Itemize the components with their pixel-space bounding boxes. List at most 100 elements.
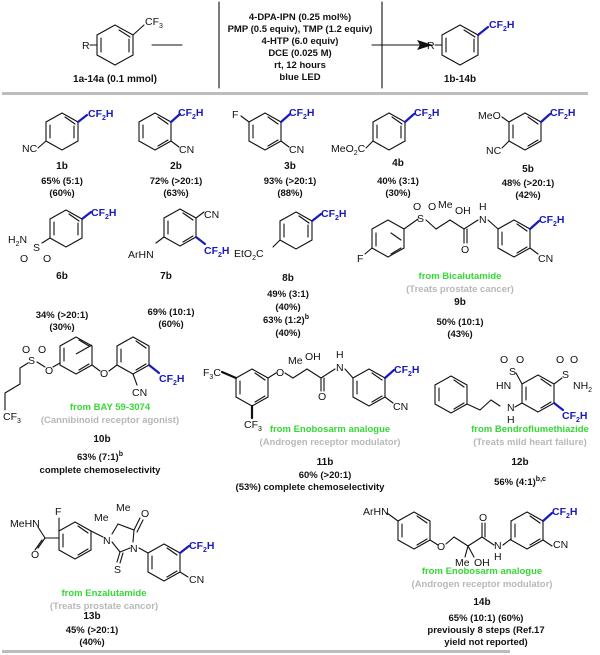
condition-line: rt, 12 hours: [274, 60, 326, 71]
product-3b: F CF2H CN 3b 93% (>20:1) (88%): [232, 107, 316, 199]
svg-text:CN: CN: [393, 401, 408, 413]
svg-text:N: N: [494, 540, 502, 552]
svg-text:O: O: [31, 549, 39, 561]
svg-text:CN: CN: [538, 253, 553, 265]
compound-id: 6b: [56, 271, 68, 282]
svg-text:S: S: [33, 242, 40, 254]
svg-text:CF2H: CF2H: [189, 540, 215, 554]
compound-id: 3b: [284, 161, 296, 172]
svg-text:O: O: [22, 344, 30, 356]
svg-text:OH: OH: [474, 557, 490, 569]
product-9b: F S O O Me OH O H N CF2H CN from Bicalut…: [357, 199, 565, 340]
substrate-cf3-label: CF3: [145, 16, 163, 30]
compound-id: 12b: [511, 457, 528, 468]
svg-text:63% (1:2)b: 63% (1:2)b: [263, 314, 309, 326]
product-14b: ArHN O Me OH O N H CF2H CN from Enobosar…: [363, 506, 578, 648]
svg-text:Me: Me: [116, 502, 131, 514]
product-1b: CF2H NC 1b 65% (5:1) (60%): [22, 108, 114, 199]
svg-text:CF2H: CF2H: [289, 107, 315, 121]
svg-text:CF2H: CF2H: [552, 506, 578, 520]
yield-line: (60%): [49, 188, 74, 199]
svg-text:CF2H: CF2H: [178, 107, 204, 121]
svg-text:Me: Me: [455, 557, 470, 569]
drug-source: from Enobosarm analogue: [270, 424, 390, 435]
yield-line: (88%): [277, 188, 302, 199]
footnote: b: [119, 451, 123, 458]
arrow-head-icon: [417, 40, 433, 50]
product-10b: CF3 S O O O O CF2H CN from BAY 59-3074 (…: [3, 336, 185, 476]
svg-text:O: O: [276, 367, 284, 379]
condition-line: blue LED: [279, 72, 320, 83]
svg-text:CN: CN: [289, 144, 304, 156]
yield-line: 49% (3:1): [267, 289, 309, 300]
svg-text:S: S: [28, 355, 35, 367]
svg-text:CF2H: CF2H: [550, 107, 576, 121]
svg-text:N: N: [479, 214, 487, 226]
drug-indication: (Cannibinoid receptor agonist): [41, 415, 179, 426]
yield-line: (53%) complete chemoselectivity: [236, 482, 386, 493]
svg-text:O: O: [43, 253, 51, 265]
drug-source: from Bendroflumethiazide: [471, 424, 589, 435]
svg-text:CN: CN: [189, 574, 204, 586]
svg-text:MeO: MeO: [478, 110, 501, 122]
svg-text:CF3: CF3: [244, 419, 262, 433]
compound-id: 8b: [282, 273, 294, 284]
compound-id: 7b: [160, 271, 172, 282]
svg-text:O: O: [556, 354, 564, 366]
yield-line: 34% (>20:1): [36, 310, 89, 321]
conditions: 4-DPA-IPN (0.25 mol%) PMP (0.5 equiv), T…: [228, 12, 373, 83]
yield-line: previously 8 steps (Ref.17: [427, 625, 544, 636]
yield-line: (40%): [79, 637, 104, 648]
svg-text:H: H: [507, 414, 515, 426]
product-7b: CN CF2H ArHN 7b 69% (10:1) (60%): [128, 208, 230, 330]
product-structure: CF2H R 1b-14b: [427, 19, 515, 85]
svg-text:MeHN: MeHN: [10, 518, 40, 530]
drug-source: from Enzalutamide: [62, 588, 147, 599]
drug-source: from Bicalutamide: [419, 271, 502, 282]
yield-line: (60%): [158, 319, 183, 330]
svg-text:CN: CN: [179, 144, 194, 156]
svg-text:F: F: [357, 253, 363, 265]
svg-text:O: O: [20, 253, 28, 265]
yield-line: 72% (>20:1): [150, 176, 203, 187]
bottom-divider: [2, 650, 510, 653]
svg-text:O: O: [318, 391, 326, 403]
yield-line: 65% (10:1) (60%): [449, 613, 524, 624]
drug-indication: (Androgen receptor modulator): [260, 437, 401, 448]
product-cf2h-label: CF2H: [489, 19, 515, 33]
svg-text:CF2H: CF2H: [539, 214, 565, 228]
yield-line: complete chemoselectivity: [40, 465, 162, 476]
drug-indication: (Androgen receptor modulator): [412, 579, 553, 590]
svg-text:ArHN: ArHN: [128, 249, 154, 261]
yield-line: 63% (7:1): [77, 452, 119, 463]
svg-text:Me: Me: [94, 512, 109, 524]
svg-text:MeO2C: MeO2C: [331, 143, 366, 157]
svg-text:O: O: [45, 365, 53, 377]
yield-line: 63% (1:2): [263, 315, 305, 326]
product-12b: HN S O O N H S O O NH2 CF2H from Bendrof…: [434, 354, 592, 488]
compound-id: 11b: [317, 457, 334, 468]
svg-text:O: O: [141, 508, 149, 520]
svg-text:H: H: [336, 349, 344, 361]
condition-line: 4-DPA-IPN (0.25 mol%): [249, 12, 351, 23]
svg-text:H2N: H2N: [8, 234, 27, 248]
svg-text:ArHN: ArHN: [363, 506, 389, 518]
yield-line: (42%): [515, 190, 540, 201]
footnote: b: [305, 314, 309, 321]
yield-line: (43%): [447, 329, 472, 340]
compound-id: 10b: [93, 434, 110, 445]
compound-id: 2b: [170, 161, 182, 172]
drug-source: from Enobosarm analogue: [422, 566, 542, 577]
svg-text:S: S: [562, 369, 569, 381]
top-divider: [2, 92, 588, 95]
svg-text:H: H: [479, 201, 487, 213]
svg-text:CF2H: CF2H: [394, 364, 420, 378]
yield-line: 60% (>20:1): [299, 470, 352, 481]
svg-text:CF2H: CF2H: [562, 410, 588, 424]
compound-id: 13b: [83, 611, 100, 622]
substrate-label: 1a-14a (0.1 mmol): [73, 74, 157, 85]
svg-text:CN: CN: [132, 387, 147, 399]
yield-line: 69% (10:1): [148, 307, 195, 318]
product-11b: F3C CF3 O Me OH O H N CF2H CN from Enobo…: [203, 349, 420, 493]
